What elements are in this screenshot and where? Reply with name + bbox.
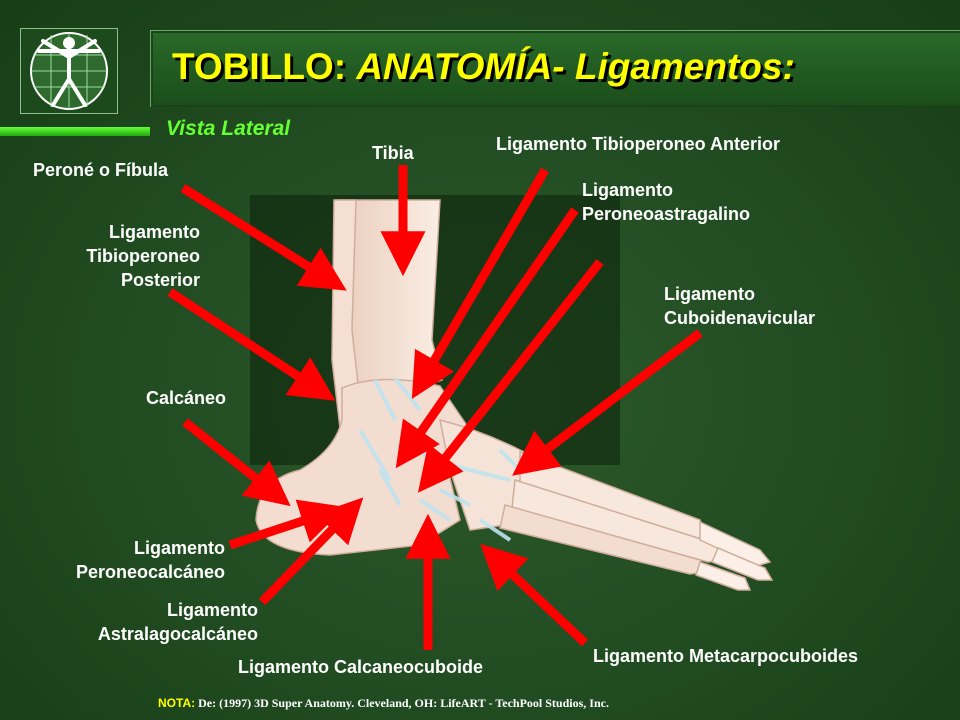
footer-nota-label: NOTA:	[158, 696, 196, 710]
arrow-perone	[180, 184, 347, 291]
label-per-astr-line2: Peroneoastragalino	[582, 204, 751, 224]
arrow-tib-per-post	[167, 288, 336, 401]
label-meta-cub: Ligamento Metacarpocuboides	[593, 646, 859, 666]
label-astr-calc-line1: Ligamento	[166, 600, 258, 620]
arrows-group	[167, 165, 703, 650]
label-astr-calc-line2: Astralagocalcáneo	[97, 624, 258, 644]
label-tib-per-post-line3: Posterior	[120, 270, 200, 290]
label-per-astr-line1: Ligamento	[582, 180, 674, 200]
arrow-calcaneo	[182, 418, 291, 507]
label-calc-cub: Ligamento Calcaneocuboide	[238, 657, 484, 677]
label-tib-per-post-line2: Tibioperoneo	[86, 246, 200, 266]
title-part-2: ANATOMÍA- Ligamentos:	[356, 46, 795, 87]
label-cub-nav-line1: Ligamento	[664, 284, 756, 304]
label-per-calc-line1: Ligamento	[133, 538, 225, 558]
view-subtitle: Vista Lateral	[166, 117, 291, 140]
footer-note: NOTA: De: (1997) 3D Super Anatomy. Cleve…	[158, 696, 609, 711]
arrow-per-astr-2	[417, 259, 604, 493]
arrow-per-astr	[395, 207, 579, 469]
label-tib-per-post-line1: Ligamento	[108, 222, 200, 242]
vitruvian-logo-icon	[20, 28, 118, 114]
label-per-calc-line2: Peroneocalcáneo	[75, 562, 225, 582]
label-tibia: Tibia	[372, 143, 414, 163]
arrow-meta-cub	[480, 543, 589, 647]
label-tib-per-ant: Ligamento Tibioperoneo Anterior	[496, 134, 781, 154]
arrow-cub-nav	[512, 329, 703, 476]
label-tib-per-post: Ligamento Tibioperoneo Posterior	[42, 220, 200, 292]
label-per-astr: Ligamento Peroneoastragalino	[582, 178, 750, 226]
accent-bar	[0, 127, 150, 136]
label-per-calc: Ligamento Peroneocalcáneo	[20, 536, 225, 584]
page-title: TOBILLO: ANATOMÍA- Ligamentos:	[172, 46, 795, 88]
label-perone: Peroné o Fíbula	[33, 160, 169, 180]
arrow-astr-calc	[258, 497, 364, 606]
title-part-1: TOBILLO:	[172, 46, 347, 87]
label-calcaneo: Calcáneo	[146, 388, 227, 408]
label-cub-nav-line2: Cuboidenavicular	[664, 308, 816, 328]
arrow-tib-per-ant	[411, 167, 549, 400]
label-astr-calc: Ligamento Astralagocalcáneo	[40, 598, 258, 646]
label-cub-nav: Ligamento Cuboidenavicular	[664, 282, 815, 330]
title-panel	[150, 30, 960, 107]
footer-credit: De: (1997) 3D Super Anatomy. Cleveland, …	[198, 696, 609, 710]
arrow-per-calc	[228, 499, 346, 550]
